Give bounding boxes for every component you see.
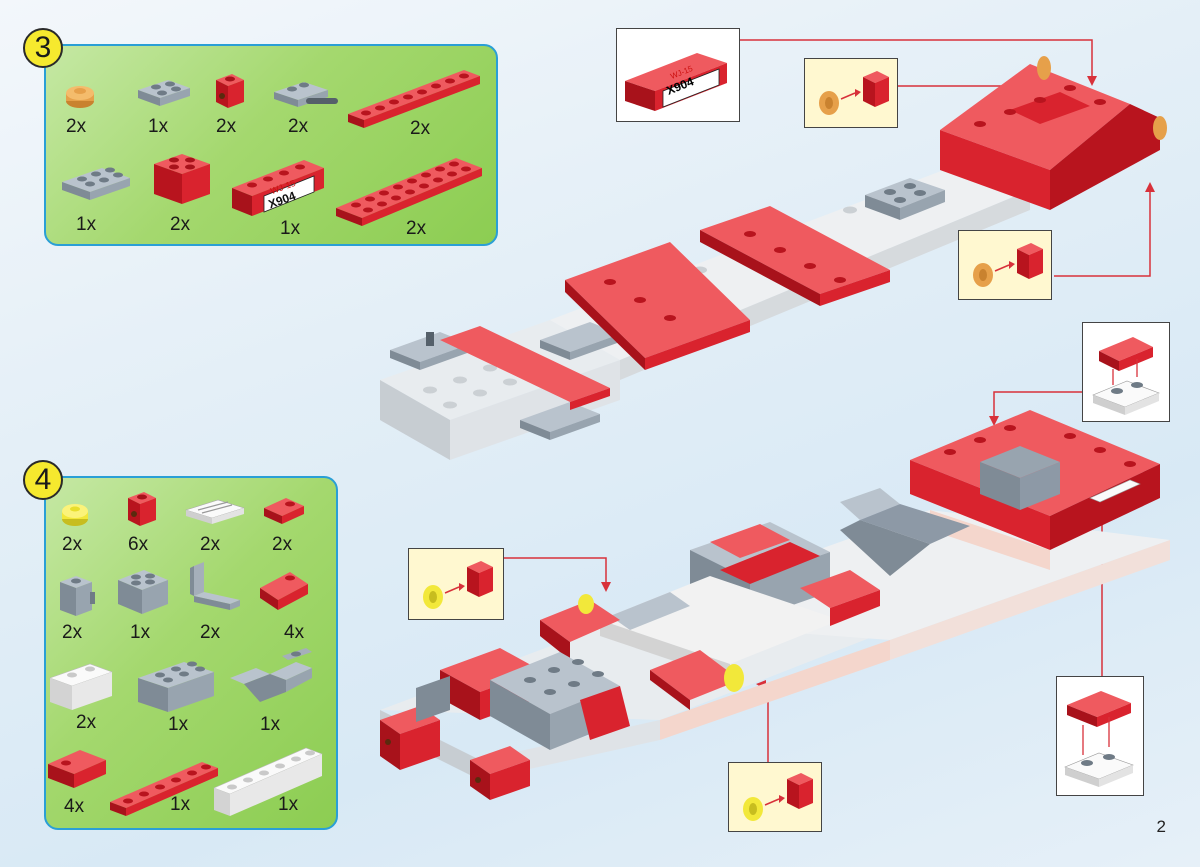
brick-1x2-white-icon bbox=[49, 663, 113, 710]
part-qty: 4x bbox=[64, 796, 85, 817]
inverted-slope-gray-icon bbox=[230, 648, 312, 702]
bracket-gray-icon bbox=[190, 562, 240, 610]
round-plate-yellow-icon bbox=[62, 504, 88, 526]
part-qty: 1x bbox=[168, 714, 189, 735]
part-qty: 2x bbox=[170, 214, 191, 235]
step-3-assembly-diagram bbox=[380, 39, 1167, 460]
license-plate-brick-red-icon bbox=[232, 160, 324, 216]
brick-2x2-red-icon bbox=[154, 154, 210, 204]
part-qty: 1x bbox=[148, 116, 169, 137]
part-qty: 2x bbox=[272, 534, 293, 555]
part-qty: 1x bbox=[76, 214, 97, 235]
brick-with-clip-gray-icon bbox=[60, 576, 95, 616]
step-3-badge: 3 bbox=[23, 28, 63, 68]
part-qty: 2x bbox=[76, 712, 97, 733]
callout-license-plate-brick bbox=[616, 28, 740, 122]
step-3-parts-panel bbox=[44, 44, 498, 246]
headlight-brick-red-icon bbox=[216, 74, 244, 108]
callout-yellow-headlight bbox=[408, 548, 504, 620]
callout-orange-headlight bbox=[804, 58, 898, 128]
brick-2x2-gray-icon bbox=[118, 570, 168, 614]
part-qty: 2x bbox=[66, 116, 87, 137]
plate-2x2-gray-icon bbox=[138, 80, 190, 106]
part-qty: 2x bbox=[288, 116, 309, 137]
part-qty: 1x bbox=[170, 794, 191, 815]
part-qty: 2x bbox=[62, 534, 83, 555]
page-number: 2 bbox=[1156, 817, 1166, 836]
step-4-badge: 4 bbox=[23, 460, 63, 500]
part-qty: 2x bbox=[406, 218, 427, 239]
part-qty: 1x bbox=[130, 622, 151, 643]
slope-1x2-red-icon bbox=[48, 750, 106, 788]
part-qty: 1x bbox=[278, 794, 299, 815]
part-qty: 2x bbox=[410, 118, 431, 139]
part-qty: 2x bbox=[62, 622, 83, 643]
brick-1x6-white-icon bbox=[213, 747, 323, 816]
plate-1x8-red-icon bbox=[348, 70, 480, 128]
round-plate-orange-icon bbox=[66, 86, 94, 108]
part-qty: 1x bbox=[280, 218, 301, 239]
callout-tile-rail-assembly-2 bbox=[1056, 676, 1144, 796]
part-qty: 2x bbox=[200, 622, 221, 643]
plate-1x6-red-icon bbox=[110, 762, 218, 816]
slope-2x2-red-icon bbox=[260, 572, 308, 610]
tile-with-rail-white-icon bbox=[184, 499, 246, 524]
plate-with-handle-gray-icon bbox=[274, 82, 338, 107]
headlight-brick-red-icon bbox=[128, 492, 156, 526]
slope-small-red-icon bbox=[264, 498, 304, 524]
plate-2x3-gray-icon bbox=[62, 167, 130, 200]
part-qty: 2x bbox=[216, 116, 237, 137]
callout-tile-rail-assembly bbox=[1082, 322, 1170, 422]
part-qty: 1x bbox=[260, 714, 281, 735]
plate-2x8-red-icon bbox=[336, 158, 482, 226]
part-qty: 6x bbox=[128, 534, 149, 555]
brick-2x3-gray-icon bbox=[138, 661, 214, 712]
callout-yellow-headlight-2 bbox=[728, 762, 822, 832]
part-qty: 4x bbox=[284, 622, 305, 643]
part-qty: 2x bbox=[200, 534, 221, 555]
callout-orange-headlight-2 bbox=[958, 230, 1052, 300]
step-4-assembly-diagram bbox=[380, 391, 1170, 800]
